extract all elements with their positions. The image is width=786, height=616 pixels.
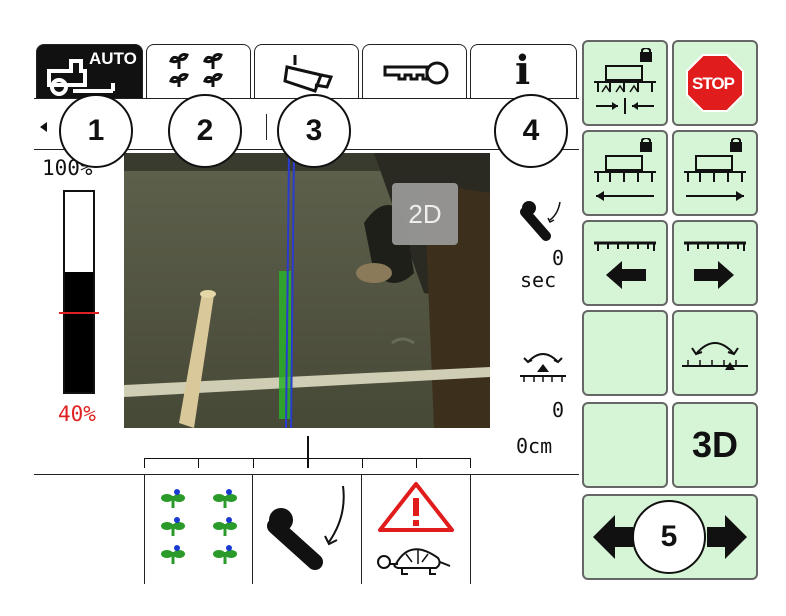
toolbar-center-lock-button[interactable] bbox=[582, 40, 668, 126]
offset-value: 0 bbox=[552, 398, 565, 422]
tractor-auto-icon bbox=[47, 59, 115, 96]
move-right-icon bbox=[684, 241, 746, 289]
callout-2: 2 bbox=[168, 94, 242, 168]
turtle-icon bbox=[377, 548, 451, 575]
left-arrow-marker bbox=[40, 122, 47, 132]
plant-glyph bbox=[213, 517, 237, 536]
status-cell-sensor bbox=[253, 474, 362, 584]
tab-info[interactable]: i bbox=[470, 44, 577, 98]
delay-unit: sec bbox=[520, 268, 557, 292]
mode-2d-badge[interactable]: 2D bbox=[392, 183, 458, 245]
offset-adjust-icon bbox=[682, 342, 748, 370]
scale-tick-5 bbox=[470, 458, 471, 468]
tab-plants[interactable] bbox=[146, 44, 251, 98]
plant-rows-icon bbox=[161, 489, 237, 564]
gauge-fill bbox=[65, 272, 93, 392]
warning-icon bbox=[378, 482, 454, 532]
info-icon: i bbox=[515, 47, 531, 94]
key-icon bbox=[383, 61, 449, 85]
toolbar-shift-right-icon bbox=[684, 138, 746, 201]
move-right-button[interactable] bbox=[672, 220, 758, 306]
view-3d-button[interactable]: 3D bbox=[672, 402, 758, 488]
callout-5: 5 bbox=[632, 500, 706, 574]
empty-button-2[interactable] bbox=[582, 402, 668, 488]
left-right-arrows-icon bbox=[593, 515, 747, 559]
status-divider bbox=[34, 474, 579, 475]
gauge-bar bbox=[59, 190, 99, 394]
plant-glyph bbox=[213, 545, 237, 564]
status-cell-warning bbox=[362, 474, 471, 584]
camera-icon bbox=[283, 55, 334, 93]
callout-1: 1 bbox=[59, 94, 133, 168]
plant-glyph bbox=[161, 489, 185, 508]
tab-key[interactable] bbox=[362, 44, 467, 98]
status-cell-plants bbox=[144, 474, 253, 584]
scale-tick-0 bbox=[144, 458, 145, 468]
plant-glyph bbox=[161, 517, 185, 536]
camera-view: 2D bbox=[124, 153, 490, 428]
scale-tick-1 bbox=[198, 458, 199, 468]
toolbar-shift-left-icon bbox=[594, 138, 656, 201]
toolbar-shift-right-lock-button[interactable] bbox=[672, 130, 758, 216]
tab-auto-steering[interactable]: AUTO bbox=[36, 44, 143, 98]
auto-label: AUTO bbox=[89, 49, 137, 68]
move-left-button[interactable] bbox=[582, 220, 668, 306]
toolbar-shift-left-lock-button[interactable] bbox=[582, 130, 668, 216]
stop-button[interactable]: STOP bbox=[672, 40, 758, 126]
gauge-threshold-marker bbox=[59, 312, 99, 314]
scale-tick-2 bbox=[253, 458, 254, 468]
tab-camera[interactable] bbox=[254, 44, 359, 98]
scale-tick-center bbox=[307, 436, 309, 468]
empty-button-1[interactable] bbox=[582, 310, 668, 396]
offset-adjust-button[interactable] bbox=[672, 310, 758, 396]
plant-glyph bbox=[161, 545, 185, 564]
scale-tick-3 bbox=[362, 458, 363, 468]
mode-2d-label: 2D bbox=[408, 198, 442, 229]
toolbar-center-lock-icon bbox=[594, 48, 656, 114]
plant-glyph bbox=[213, 489, 237, 508]
tab-underline-tick bbox=[266, 114, 267, 140]
move-left-icon bbox=[594, 241, 656, 289]
plants-icon bbox=[169, 53, 223, 87]
offset-unit: 0cm bbox=[516, 434, 553, 458]
stop-label: STOP bbox=[692, 74, 735, 93]
callout-4: 4 bbox=[494, 94, 568, 168]
offset-icon bbox=[520, 353, 566, 382]
stop-sign-icon bbox=[686, 54, 744, 112]
callout-3: 3 bbox=[277, 94, 351, 168]
view-3d-label: 3D bbox=[691, 424, 739, 465]
scale-tick-4 bbox=[416, 458, 417, 468]
gauge-bottom-label: 40% bbox=[58, 402, 96, 426]
delay-value: 0 bbox=[552, 246, 565, 270]
sensor-arm-icon bbox=[520, 201, 561, 241]
sensor-arm-large-icon bbox=[267, 485, 345, 570]
